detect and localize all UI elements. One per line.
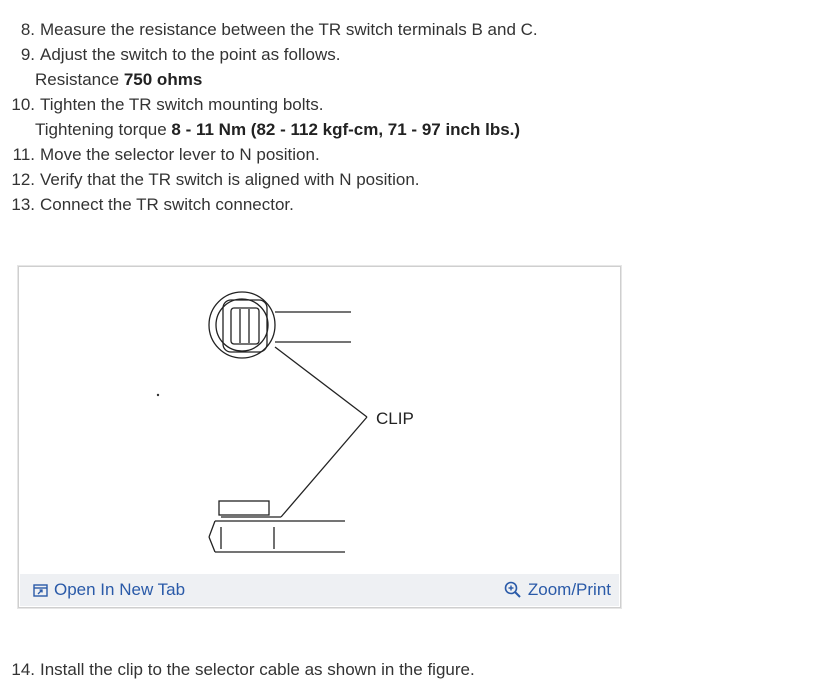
spec-value: 8 - 11 Nm (82 - 112 kgf-cm, 71 - 97 inch… bbox=[171, 120, 521, 139]
step-number: 14. bbox=[11, 660, 35, 679]
spec-label: Tightening torque bbox=[35, 120, 167, 139]
step-number: 13. bbox=[11, 195, 35, 214]
callout-line bbox=[274, 346, 368, 418]
step-text: Tighten the TR switch mounting bolts. bbox=[40, 95, 324, 114]
step-14: 14. Install the clip to the selector cab… bbox=[0, 657, 800, 682]
spec-label: Resistance bbox=[35, 70, 120, 89]
open-in-new-tab-link[interactable]: Open In New Tab bbox=[20, 580, 185, 600]
step-text: Move the selector lever to N position. bbox=[40, 145, 320, 164]
step-8: 8. Measure the resistance between the TR… bbox=[0, 17, 800, 42]
clip-callout-label: CLIP bbox=[376, 409, 414, 428]
step-number: 11. bbox=[12, 145, 35, 164]
zoom-print-label: Zoom/Print bbox=[527, 580, 611, 599]
open-in-new-tab-icon bbox=[33, 583, 48, 597]
step-13: 13. Connect the TR switch connector. bbox=[0, 192, 800, 217]
step-9: 9. Adjust the switch to the point as fol… bbox=[0, 42, 800, 67]
open-in-new-tab-label: Open In New Tab bbox=[54, 580, 186, 599]
step-number: 8. bbox=[20, 20, 35, 39]
clip-bottom bbox=[218, 500, 270, 516]
zoom-in-icon bbox=[504, 581, 521, 598]
clip-diagram: CLIP bbox=[156, 291, 414, 553]
figure-container: CLIP Open In New Tab Zoom/Print bbox=[18, 266, 621, 608]
resistance-spec: Resistance 750 ohms bbox=[0, 67, 800, 92]
step-number: 10. bbox=[11, 95, 35, 114]
figure-toolbar: Open In New Tab Zoom/Print bbox=[20, 574, 619, 606]
step-text: Install the clip to the selector cable a… bbox=[40, 660, 475, 679]
step-text: Measure the resistance between the TR sw… bbox=[40, 20, 538, 39]
step-text: Adjust the switch to the point as follow… bbox=[40, 45, 341, 64]
step-12: 12. Verify that the TR switch is aligned… bbox=[0, 167, 800, 192]
instruction-steps: 8. Measure the resistance between the TR… bbox=[0, 17, 800, 217]
torque-spec: Tightening torque 8 - 11 Nm (82 - 112 kg… bbox=[0, 117, 800, 142]
clip-top bbox=[222, 299, 268, 353]
spec-value: 750 ohms bbox=[123, 70, 203, 89]
step-number: 12. bbox=[11, 170, 35, 189]
step-text: Verify that the TR switch is aligned wit… bbox=[40, 170, 420, 189]
step-11: 11. Move the selector lever to N positio… bbox=[0, 142, 800, 167]
step-text: Connect the TR switch connector. bbox=[40, 195, 294, 214]
step-10: 10. Tighten the TR switch mounting bolts… bbox=[0, 92, 800, 117]
step-number: 9. bbox=[20, 45, 35, 64]
selector-ring bbox=[208, 291, 276, 359]
zoom-print-link[interactable]: Zoom/Print bbox=[504, 580, 619, 600]
